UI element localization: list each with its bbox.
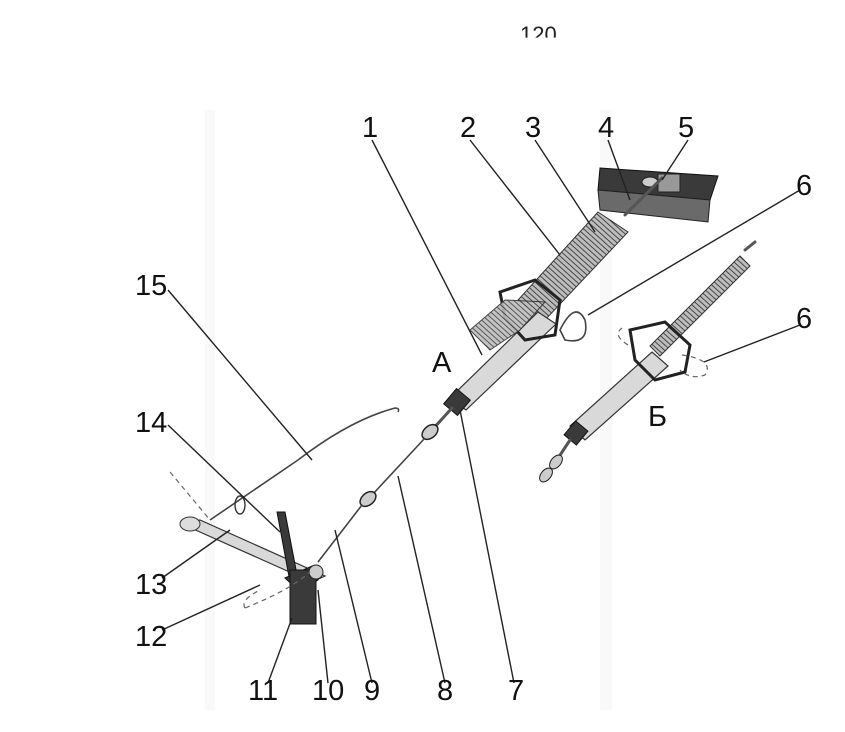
label-13: 13 [135,569,167,601]
leader-lines [161,139,801,684]
spring-assembly-b [539,240,757,483]
label-11: 11 [248,675,278,707]
label-7: 7 [508,675,524,707]
label-14: 14 [135,407,167,439]
label-9: 9 [364,675,380,707]
label-1: 1 [362,112,378,144]
label-15: 15 [135,270,167,302]
spring-assembly-a [442,176,664,417]
label-12: 12 [135,621,167,653]
label-4: 4 [598,112,614,144]
page-number: 120 [520,22,557,47]
background-shading [205,110,612,710]
label-8: 8 [437,675,453,707]
lever-assembly [169,407,400,625]
linkage-rod [317,406,454,563]
callout-labels: 1 2 3 4 5 6 6 7 8 9 10 11 12 13 14 15 А … [135,112,812,707]
label-10: 10 [312,675,344,707]
variant-a-label: А [432,347,452,379]
label-6-bottom: 6 [796,303,812,335]
label-5: 5 [678,112,694,144]
variant-b-label: Б [648,401,667,433]
label-6-top: 6 [796,170,812,202]
label-3: 3 [525,112,541,144]
label-2: 2 [460,112,476,144]
bracket [597,167,719,223]
